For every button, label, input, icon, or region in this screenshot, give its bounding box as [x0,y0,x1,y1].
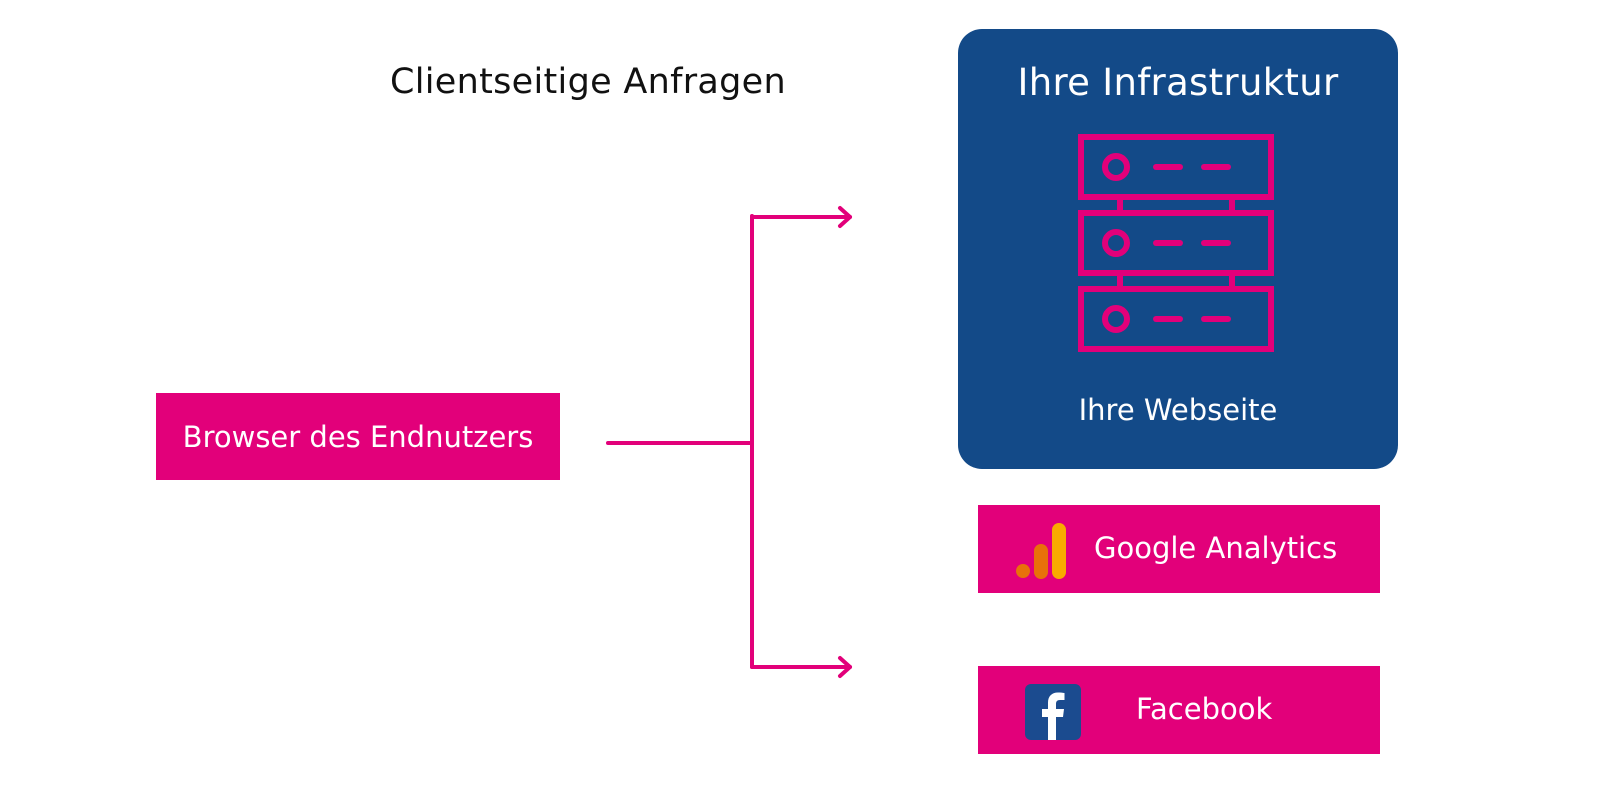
google-analytics-box: Google Analytics [978,505,1380,593]
arrowhead-top [838,206,852,228]
google-analytics-icon [1014,520,1070,586]
arrowhead-bottom [838,656,852,678]
website-label: Ihre Webseite [1078,393,1278,427]
browser-box: Browser des Endnutzers [156,393,560,480]
facebook-box: Facebook [978,666,1380,754]
server-rack-icon [1078,133,1278,363]
infrastructure-box: Ihre Infrastruktur Ihre [958,29,1398,469]
facebook-icon [1025,684,1081,744]
diagram-title: Clientseitige Anfragen [390,62,786,102]
facebook-label: Facebook [1136,692,1273,726]
google-analytics-label: Google Analytics [1094,531,1338,565]
infrastructure-title: Ihre Infrastruktur [1017,61,1339,104]
browser-label: Browser des Endnutzers [182,419,534,454]
